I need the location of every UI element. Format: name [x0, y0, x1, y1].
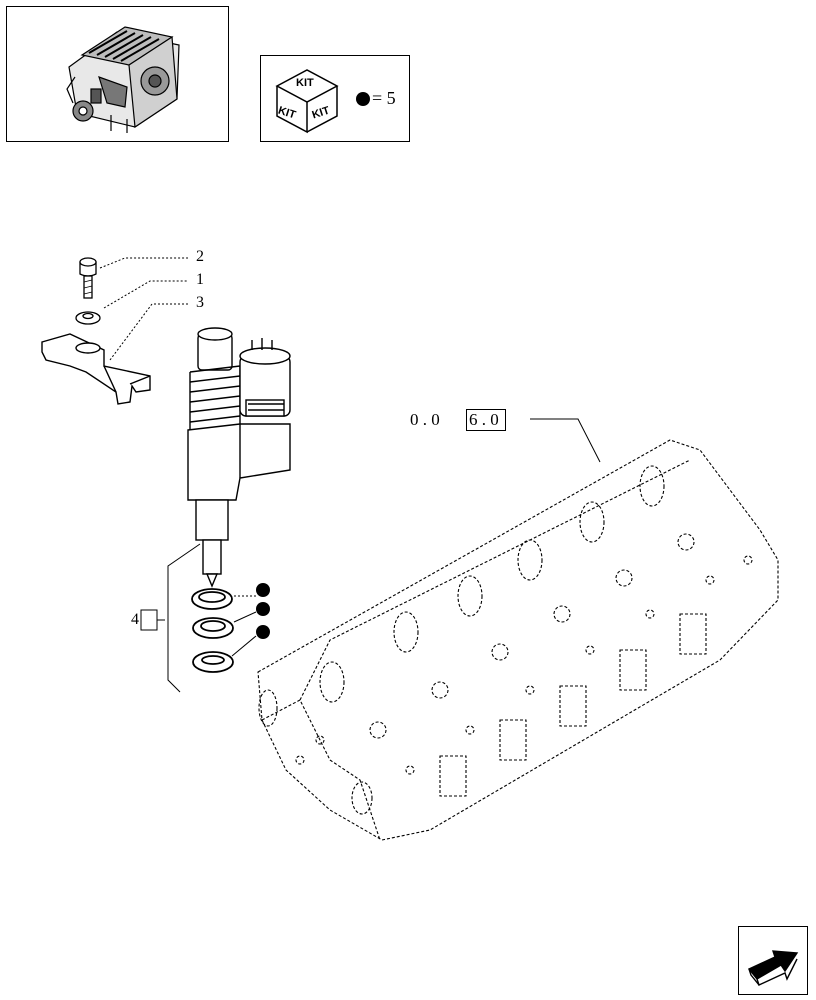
injector-part — [187, 327, 291, 588]
bullet-dot-icon — [356, 92, 370, 106]
cylinder-head-part — [257, 439, 779, 841]
callout-3-label: 3 — [196, 294, 204, 311]
kit-cube-icon — [275, 69, 339, 134]
reference-prefix: 0 . 0 — [410, 410, 440, 429]
kit-quantity-label: = 5 — [372, 88, 396, 108]
clamp-bracket-part — [41, 333, 151, 405]
kit-legend-box: KIT KIT KIT = 5 — [260, 55, 410, 142]
kit-bullet-markers — [256, 583, 270, 639]
kit-top-label: KIT — [296, 77, 314, 89]
washer-part — [75, 311, 101, 325]
next-page-arrow-icon — [747, 950, 799, 986]
engine-thumbnail-frame — [6, 6, 229, 142]
o-ring-seals — [191, 588, 234, 673]
callout-1-label: 1 — [196, 271, 204, 288]
callout-4-label: 4 — [131, 611, 139, 628]
reference-boxed: 6 . 0 — [466, 409, 506, 431]
next-page-button[interactable] — [738, 926, 808, 995]
bolt-part — [79, 257, 97, 299]
engine-thumbnail-icon — [66, 26, 180, 133]
callout-2-label: 2 — [196, 248, 204, 265]
